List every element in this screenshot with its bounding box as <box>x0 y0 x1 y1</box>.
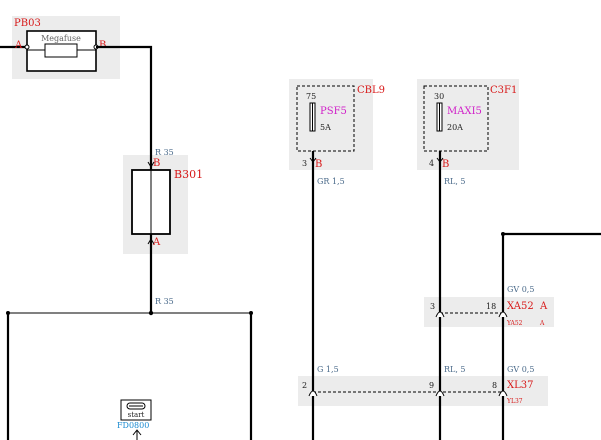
xl37-wire-mid: RL, 5 <box>444 365 466 374</box>
fd0800-start-symbol[interactable] <box>120 399 152 440</box>
cbl9-fuse-name: PSF5 <box>320 106 347 117</box>
b301-component[interactable] <box>131 161 171 245</box>
fd0800-label: FD0800 <box>117 421 149 430</box>
xa52-connector[interactable] <box>435 311 508 318</box>
xl37-zone <box>298 376 548 406</box>
xl37-wire-right: GV 0,5 <box>507 365 534 374</box>
xl37-connector[interactable] <box>308 390 508 397</box>
cbl9-label: CBL9 <box>357 85 385 96</box>
xa52-pin-right: 18 <box>486 302 496 311</box>
cbl9-cavity: 75 <box>306 92 316 101</box>
xl37-wire-left: G 1,5 <box>317 365 339 374</box>
cbl9-pin-number: 3 <box>302 159 307 168</box>
xa52-pin: A <box>539 301 548 312</box>
cbl9-pin: B <box>315 159 322 170</box>
cbl9-zone <box>289 79 373 170</box>
c3f1-pin-number: 4 <box>429 159 434 168</box>
xa52-sub-label: YA52 <box>506 320 523 327</box>
pb03-pin-b: B <box>99 40 106 51</box>
xl37-pin-right: 8 <box>492 381 497 390</box>
xl37-pin-mid: 9 <box>429 381 434 390</box>
fd0800-start-text: start <box>128 411 145 419</box>
b301-wire-bottom: R 35 <box>155 297 174 306</box>
c3f1-pin: B <box>442 159 449 170</box>
c3f1-wire: RL, 5 <box>444 177 466 186</box>
wire-pb03-b301 <box>96 45 153 170</box>
xl37-label: XL37 <box>507 380 533 391</box>
cbl9-wire: GR 1,5 <box>317 177 345 186</box>
cbl9-rating: 5A <box>320 123 331 132</box>
xa52-label: XA52 <box>507 301 534 312</box>
c3f1-fuse-name: MAXI5 <box>447 106 482 117</box>
b301-wire-top: R 35 <box>155 148 174 157</box>
xa52-zone <box>424 297 554 327</box>
pb03-pin-a: A <box>14 40 23 51</box>
xa52-wire: GV 0,5 <box>507 285 534 294</box>
xa52-pin-left: 3 <box>430 302 435 311</box>
pb03-label: PB03 <box>14 18 41 29</box>
b301-pin-b: B <box>153 158 160 169</box>
c3f1-zone <box>417 79 519 170</box>
c3f1-rating: 20A <box>447 123 463 132</box>
pb03-device-label: Megafuse <box>41 34 81 43</box>
c3f1-label: C3F1 <box>490 85 517 96</box>
xa52-sub-pin: A <box>539 320 545 327</box>
xl37-sub-label: YL37 <box>506 398 523 405</box>
c3f1-cavity: 30 <box>434 92 444 101</box>
pb03-megafuse[interactable] <box>0 30 99 72</box>
xl37-pin-left: 2 <box>302 381 307 390</box>
b301-label: B301 <box>174 168 203 181</box>
wire-right-feed <box>501 232 601 440</box>
b301-pin-a: A <box>152 237 161 248</box>
